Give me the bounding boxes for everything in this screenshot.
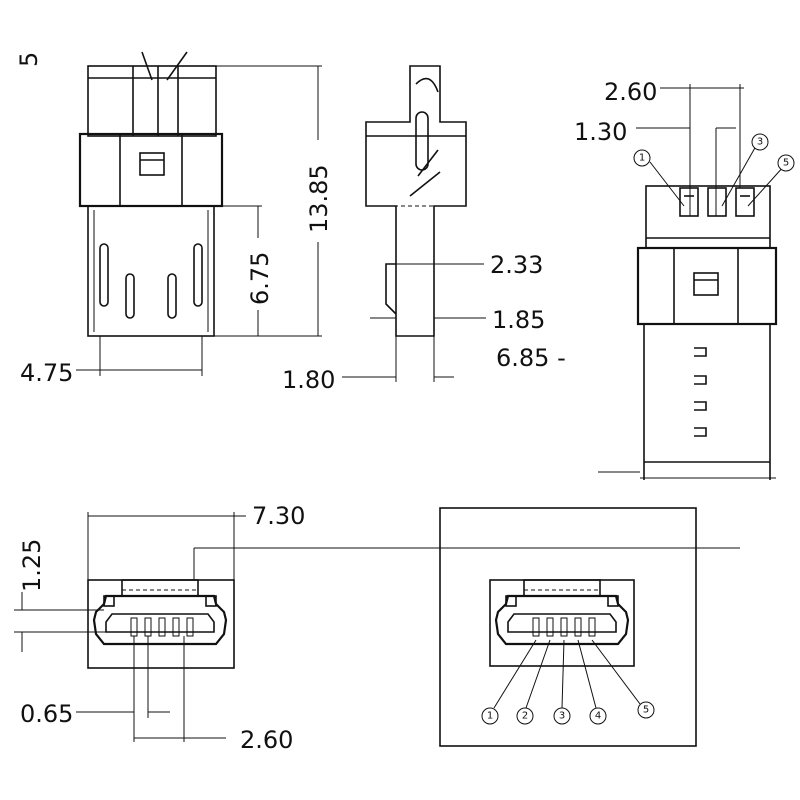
pin-3-label: 3	[553, 707, 571, 725]
dim-pin-pitch: 0.65	[20, 700, 73, 728]
pin-1-label: 1	[481, 707, 499, 725]
pin-3-label-top: 3	[751, 133, 769, 151]
top-view	[76, 51, 322, 376]
dim-pin-pitch-top: 1.30	[574, 118, 627, 146]
dim-face-width: 7.30	[252, 502, 305, 530]
svg-text:1: 1	[487, 711, 493, 722]
svg-text:2: 2	[522, 711, 528, 722]
svg-text:1: 1	[639, 153, 645, 164]
dim-pin-span-top: 2.60	[604, 78, 657, 106]
dim-plug-length: 6.75	[246, 252, 274, 305]
dim-thickness-c: 1.80	[282, 366, 335, 394]
dim-plug-width: 4.75	[20, 359, 73, 387]
svg-text:5: 5	[783, 158, 789, 169]
corner-mark: 5	[15, 52, 43, 67]
dim-face-height: 1.25	[18, 539, 46, 592]
dim-thickness-b: 1.85	[492, 306, 545, 334]
dim-thickness-a: 2.33	[490, 251, 543, 279]
pinout-view	[439, 507, 697, 747]
svg-text:4: 4	[595, 711, 601, 722]
dim-offset-back: 6.85 -	[496, 344, 566, 372]
svg-text:3: 3	[757, 137, 763, 148]
pin-5-label: 5	[637, 701, 655, 719]
svg-text:5: 5	[643, 705, 649, 716]
pin-2-label: 2	[516, 707, 534, 725]
back-view	[598, 84, 785, 480]
dim-overall-length: 13.85	[305, 164, 333, 233]
svg-text:3: 3	[559, 711, 565, 722]
dim-pin-span-bottom: 2.60	[240, 726, 293, 754]
side-view	[342, 65, 486, 382]
face-view	[14, 512, 740, 742]
pin-1-label-top: 1	[633, 149, 651, 167]
pin-4-label: 4	[589, 707, 607, 725]
pin-5-label-top: 5	[777, 154, 795, 172]
